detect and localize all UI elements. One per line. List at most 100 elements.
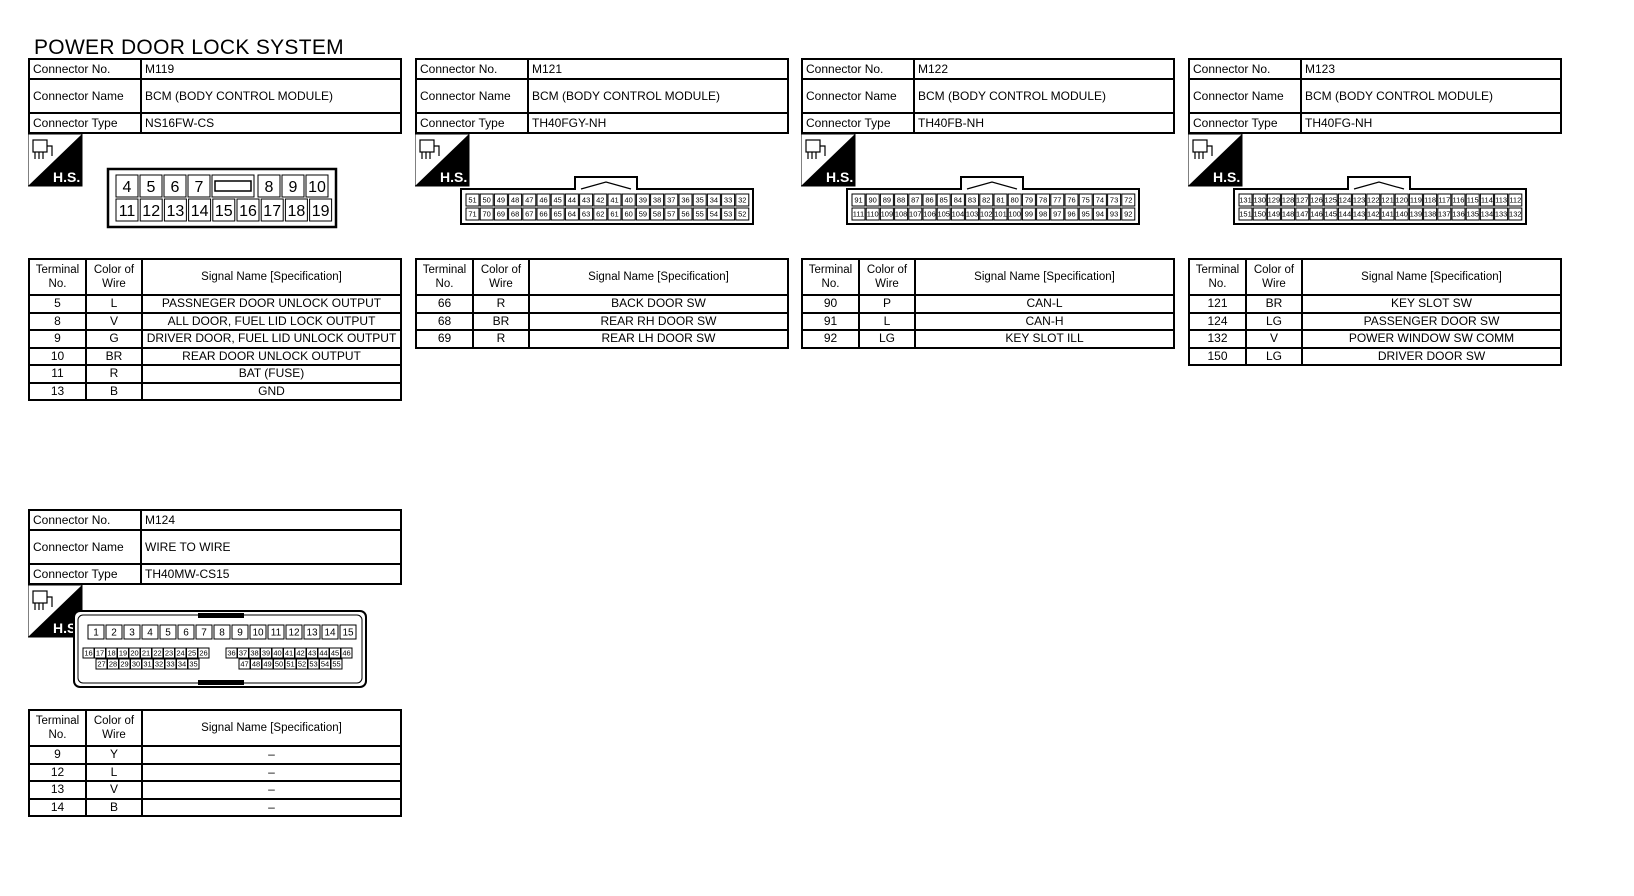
terminal-no-cell: 66	[415, 294, 474, 314]
signal-name-cell: PASSNEGER DOOR UNLOCK OUTPUT	[141, 294, 402, 314]
svg-text:48: 48	[252, 660, 260, 669]
pin-43: 43	[579, 193, 594, 207]
pin-37: 37	[664, 193, 679, 207]
wire-color-cell: V	[1245, 329, 1303, 349]
pin-120: 120	[1394, 193, 1409, 207]
svg-text:138: 138	[1424, 210, 1437, 219]
pin-58: 58	[650, 207, 665, 221]
svg-text:79: 79	[1025, 196, 1033, 205]
svg-text:43: 43	[582, 196, 590, 205]
pin-67: 67	[522, 207, 537, 221]
pin-84: 84	[950, 193, 965, 207]
wire-color-cell: BR	[1245, 294, 1303, 314]
pin-95: 95	[1078, 207, 1093, 221]
svg-text:25: 25	[188, 649, 196, 658]
pin-39: 39	[635, 193, 650, 207]
svg-text:34: 34	[178, 660, 186, 669]
pin-106: 106	[922, 207, 937, 221]
pin-61: 61	[607, 207, 622, 221]
pin-47: 47	[522, 193, 537, 207]
pin-83: 83	[965, 193, 980, 207]
pin-40: 40	[621, 193, 636, 207]
terminal-no-cell: 9	[28, 329, 87, 349]
info-label: Connector No.	[801, 58, 915, 80]
svg-text:139: 139	[1410, 210, 1423, 219]
header-signal-name: Signal Name [Specification]	[528, 258, 789, 296]
wire-color-cell: R	[472, 329, 530, 349]
pin-57: 57	[664, 207, 679, 221]
svg-text:8: 8	[219, 628, 225, 639]
info-value-type: TH40FGY-NH	[527, 112, 789, 134]
pin-109: 109	[879, 207, 894, 221]
info-value-no: M121	[527, 58, 789, 80]
pin-124: 124	[1337, 193, 1352, 207]
pin-141: 141	[1380, 207, 1395, 221]
svg-text:101: 101	[994, 210, 1007, 219]
svg-text:37: 37	[239, 649, 247, 658]
svg-text:76: 76	[1067, 196, 1075, 205]
pin-45: 45	[550, 193, 565, 207]
svg-text:42: 42	[296, 649, 304, 658]
terminal-no-cell: 10	[28, 346, 87, 366]
svg-text:15: 15	[342, 628, 354, 639]
pin-48: 48	[508, 193, 523, 207]
svg-text:77: 77	[1053, 196, 1061, 205]
svg-text:67: 67	[525, 210, 533, 219]
pin-49: 49	[493, 193, 508, 207]
pin-48: 48	[250, 658, 262, 670]
pin-53: 53	[307, 658, 320, 670]
svg-text:130: 130	[1253, 196, 1266, 205]
pin-137: 137	[1437, 207, 1452, 221]
svg-text:39: 39	[262, 649, 270, 658]
svg-text:32: 32	[738, 196, 746, 205]
info-value-no: M122	[913, 58, 1175, 80]
pin-122: 122	[1366, 193, 1381, 207]
pin-19: 19	[309, 198, 333, 222]
pin-72: 72	[1121, 193, 1136, 207]
pin-45: 45	[329, 647, 341, 659]
pin-13: 13	[163, 198, 187, 222]
svg-text:19: 19	[312, 203, 330, 220]
header-signal-name: Signal Name [Specification]	[914, 258, 1175, 296]
info-label: Connector Type	[415, 112, 529, 134]
terminal-no-cell: 121	[1188, 294, 1247, 314]
pin-55: 55	[330, 658, 343, 670]
pin-82: 82	[979, 193, 994, 207]
svg-text:54: 54	[321, 660, 329, 669]
pin-39: 39	[260, 647, 272, 659]
svg-text:34: 34	[710, 196, 718, 205]
terminal-no-cell: 90	[801, 294, 860, 314]
info-row-connector-no: Connector No.M122	[801, 58, 1175, 80]
svg-text:36: 36	[681, 196, 689, 205]
pin-34: 34	[706, 193, 721, 207]
info-label: Connector Name	[801, 78, 915, 114]
pin-41: 41	[607, 193, 622, 207]
svg-text:7: 7	[195, 179, 204, 196]
pin-94: 94	[1092, 207, 1107, 221]
svg-text:18: 18	[107, 649, 115, 658]
svg-text:106: 106	[923, 210, 936, 219]
pin-27: 27	[95, 658, 108, 670]
svg-text:19: 19	[119, 649, 127, 658]
pin-78: 78	[1036, 193, 1051, 207]
pin-41: 41	[283, 647, 295, 659]
svg-text:81: 81	[996, 196, 1004, 205]
info-label: Connector Type	[801, 112, 915, 134]
svg-text:52: 52	[738, 210, 746, 219]
pin-150: 150	[1252, 207, 1267, 221]
pin-93: 93	[1107, 207, 1122, 221]
terminal-no-cell: 9	[28, 745, 87, 765]
info-value-type: TH40FG-NH	[1300, 112, 1562, 134]
pin-14: 14	[321, 624, 339, 640]
